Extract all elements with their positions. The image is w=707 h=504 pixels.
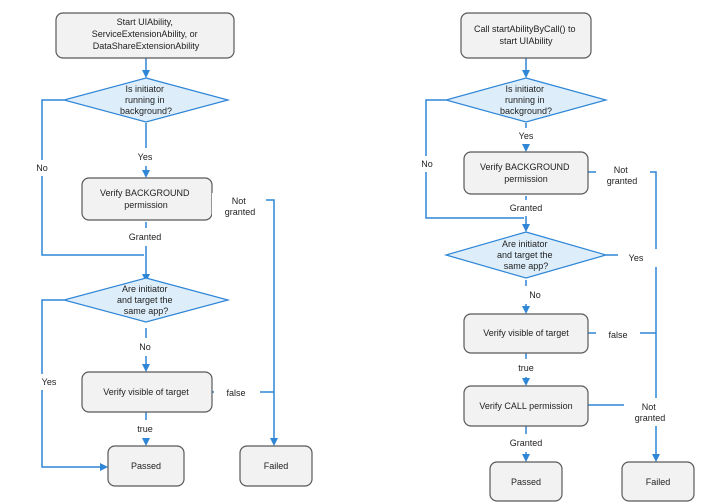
right-label-yes-bg: Yes [519,131,534,141]
right-decision-same-app-line-1: Are initiator [502,239,548,249]
right-verify-visible-line-1: Verify visible of target [483,328,569,338]
left-label-yes-bg: Yes [138,152,153,162]
right-verify-background-node: Verify BACKGROUND permission [463,151,589,195]
left-decision-background: Is initiator running in background? [61,77,231,123]
arrow-decision-background-no [41,99,144,256]
right-label-not-granted-line-1: Not [614,165,629,175]
left-label-yes-same: Yes [42,377,57,387]
svg-text:Verify BACKGROUND permis: Verify BACKGROUND permission [480,162,572,184]
left-edge-labels: No Yes Granted Not granted Yes No false … [28,148,266,438]
left-verify-background-node: Verify BACKGROUND permission [81,177,213,221]
right-decision-background-line-1: Is initiator [505,84,544,94]
right-decision-same-app-line-3: same app? [504,261,549,271]
right-label-granted-call: Granted [510,438,543,448]
right-label-not-granted-call-line-1: Not [642,402,657,412]
right-label-no-same: No [529,290,541,300]
left-decision-background-line-3: background? [120,106,172,116]
svg-text:Start UIAbility, Service: Start UIAbility, ServiceExtensionAbility… [92,17,200,51]
right-edge-labels: No Yes Granted Not granted Yes No false … [414,128,676,452]
right-passed-label: Passed [511,477,541,487]
left-label-not-granted-line-1: Not [232,196,247,206]
svg-text:Verify visible of target: Verify visible of target [103,387,189,397]
svg-text:Are initiator and target: Are initiator and target the same app? [497,239,555,271]
right-label-granted: Granted [510,203,543,213]
svg-text:Is initiator running in: Is initiator running in background? [120,84,172,116]
right-verify-visible-node: Verify visible of target [463,313,589,354]
svg-text:Failed: Failed [264,461,289,471]
left-label-no-same: No [139,342,151,352]
right-verify-call-node: Verify CALL permission [463,385,589,427]
left-failed-label: Failed [264,461,289,471]
right-label-not-granted-line-2: granted [607,176,638,186]
right-verify-background-line-2: permission [504,174,548,184]
left-label-true: true [137,424,153,434]
left-verify-visible-line-1: Verify visible of target [103,387,189,397]
right-label-false: false [608,330,627,340]
right-decision-same-app-line-2: and target the [497,250,553,260]
svg-text:Is initiator running in: Is initiator running in background? [500,84,552,116]
svg-text:Not granted: Not granted [607,165,638,186]
left-label-not-granted-line-2: granted [225,207,256,217]
left-decision-background-line-2: running in [125,95,165,105]
left-passed-node: Passed [107,445,185,487]
svg-text:Not granted: Not granted [635,402,666,423]
left-verify-visible-node: Verify visible of target [81,371,213,413]
left-label-false: false [226,388,245,398]
right-decision-background: Is initiator running in background? [443,77,609,123]
right-decision-background-line-2: running in [505,95,545,105]
right-passed-node: Passed [489,461,563,502]
svg-text:Passed: Passed [131,461,161,471]
left-decision-background-line-1: Is initiator [125,84,164,94]
left-verify-background-line-2: permission [124,200,168,210]
svg-text:Passed: Passed [511,477,541,487]
left-start-line-1: Start UIAbility, [117,17,173,27]
left-label-no: No [36,163,48,173]
svg-text:Failed: Failed [646,477,671,487]
svg-text:Are initiator and target: Are initiator and target the same app? [117,284,175,316]
right-decision-background-line-3: background? [500,106,552,116]
left-label-granted: Granted [129,232,162,242]
left-failed-node: Failed [239,445,313,487]
svg-text:Verify visible of target: Verify visible of target [483,328,569,338]
left-start-line-3: DataShareExtensionAbility [93,41,200,51]
left-verify-background-line-1: Verify BACKGROUND [100,188,190,198]
right-start-line-1: Call startAbilityByCall() to [474,24,576,34]
left-decision-same-app-line-1: Are initiator [122,284,168,294]
svg-text:Call startAbilityByCall() to: Call startAbilityByCall() to start UIAbi… [474,24,578,46]
right-verify-call-line-1: Verify CALL permission [479,401,572,411]
svg-text:Not granted: Not granted [225,196,256,217]
right-label-yes-same: Yes [629,253,644,263]
right-start-node: Call startAbilityByCall() to start UIAbi… [460,12,592,59]
arrow-verify-background-not-granted [212,199,278,446]
left-decision-same-app-line-3: same app? [124,306,169,316]
svg-text:Verify CALL permission: Verify CALL permission [479,401,572,411]
svg-text:Verify BACKGROUND permis: Verify BACKGROUND permission [100,188,192,210]
left-decision-same-app: Are initiator and target the same app? [61,277,231,323]
left-start-node: Start UIAbility, ServiceExtensionAbility… [55,12,235,59]
right-verify-background-line-1: Verify BACKGROUND [480,162,570,172]
left-start-line-2: ServiceExtensionAbility, or [92,29,198,39]
right-label-not-granted-call-line-2: granted [635,413,666,423]
right-decision-same-app: Are initiator and target the same app? [443,231,609,279]
right-start-line-2: start UIAbility [499,36,553,46]
right-label-true: true [518,363,534,373]
right-failed-label: Failed [646,477,671,487]
left-passed-label: Passed [131,461,161,471]
left-decision-same-app-line-2: and target the [117,295,173,305]
right-failed-node: Failed [621,461,695,502]
right-label-no: No [421,159,433,169]
